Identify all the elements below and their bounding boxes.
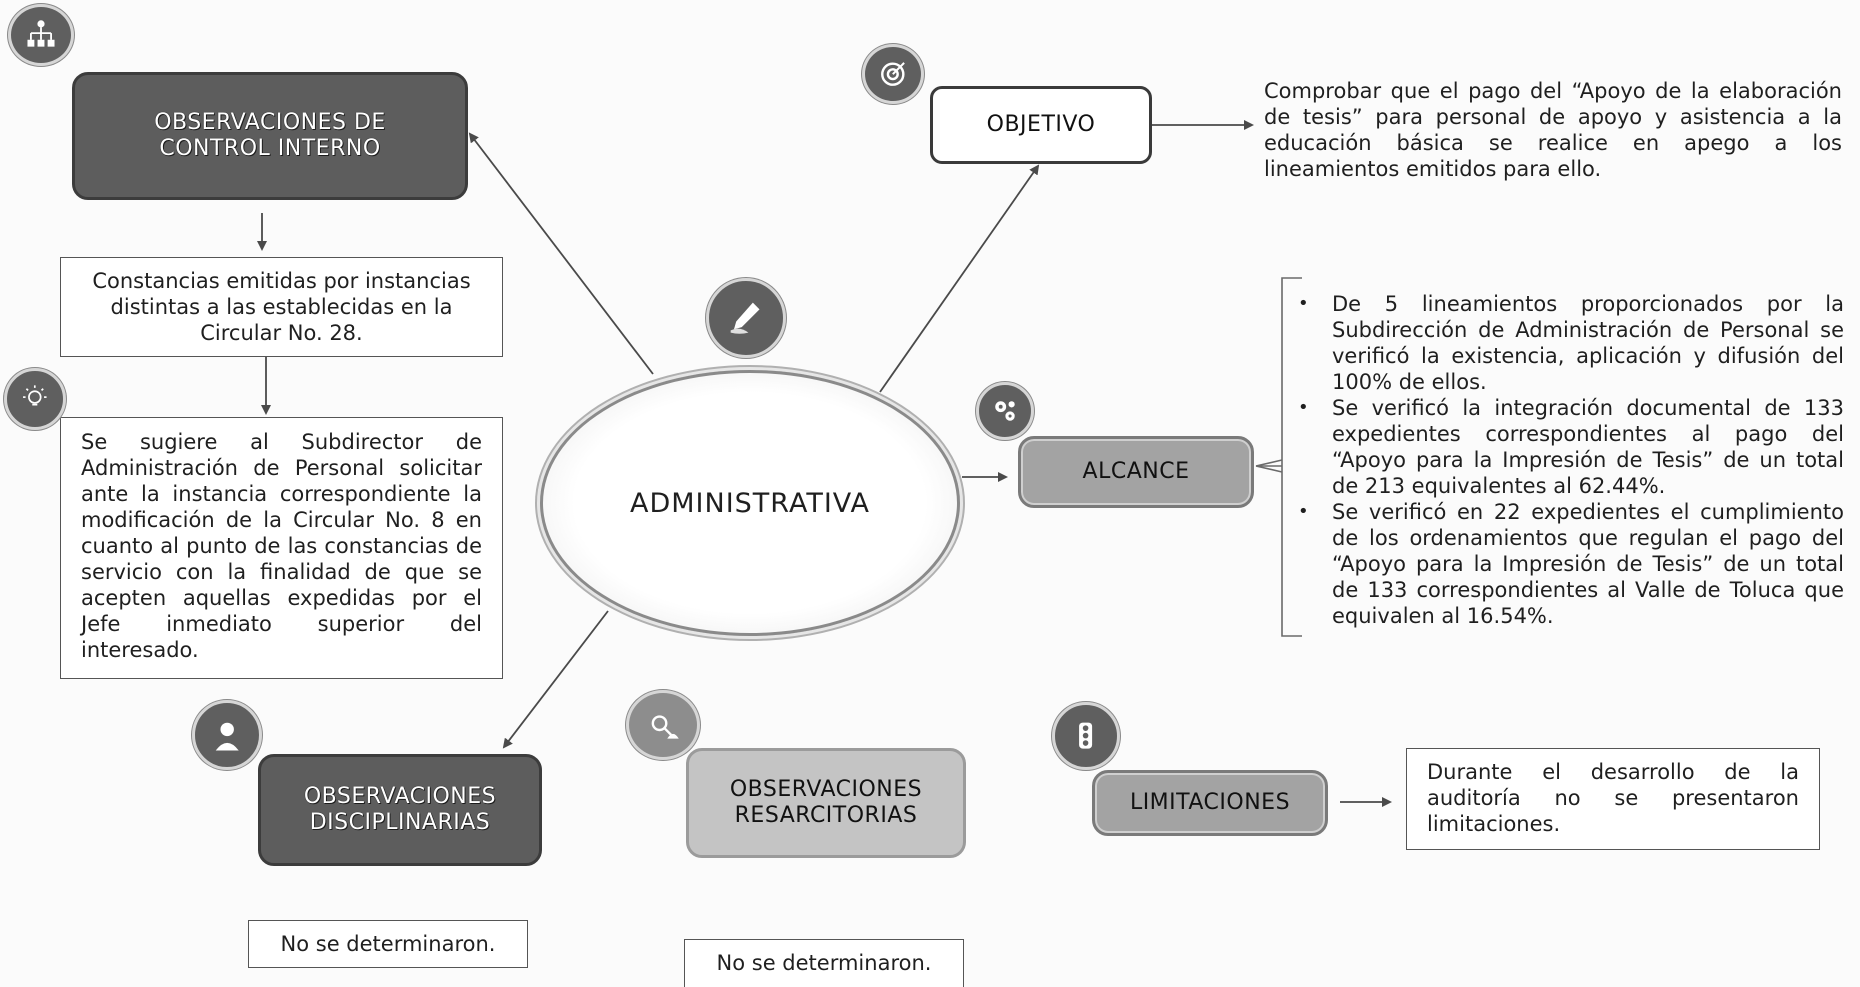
limitaciones-text: Durante el desarrollo de la auditoría no…	[1406, 748, 1820, 850]
recommendation-text: Se sugiere al Subdirector de Administrac…	[81, 430, 482, 662]
disciplinarias-result: No se determinaron.	[248, 920, 528, 968]
arrow-to-control-interno	[468, 132, 654, 375]
arrow-to-objetivo	[879, 164, 1040, 393]
disciplinarias-header: OBSERVACIONES DISCIPLINARIAS	[258, 754, 542, 866]
limitaciones-text-content: Durante el desarrollo de la auditoría no…	[1427, 760, 1799, 836]
alcance-item: Se verificó en 22 expedientes el cumplim…	[1298, 499, 1844, 629]
resarcitorias-result: No se determinaron.	[684, 939, 964, 987]
alcance-list: De 5 lineamientos proporcionados por la …	[1292, 291, 1844, 629]
objetivo-header: OBJETIVO	[930, 86, 1152, 164]
limitaciones-title: LIMITACIONES	[1129, 789, 1291, 815]
gears-icon	[976, 382, 1034, 440]
alcance-bracket	[1258, 277, 1302, 637]
objetivo-text: Comprobar que el pago del “Apoyo de la e…	[1264, 78, 1842, 182]
traffic-light-icon	[1052, 702, 1120, 770]
control-interno-header: OBSERVACIONES DE CONTROL INTERNO	[72, 72, 468, 200]
org-chart-icon	[8, 4, 74, 66]
alcance-list-wrap: De 5 lineamientos proporcionados por la …	[1292, 291, 1844, 629]
control-interno-recommendation: Se sugiere al Subdirector de Administrac…	[60, 417, 503, 679]
control-interno-title: OBSERVACIONES DE CONTROL INTERNO	[154, 109, 386, 161]
lightbulb-icon	[4, 368, 66, 430]
center-ellipse: ADMINISTRATIVA	[540, 370, 960, 636]
alcance-item: Se verificó la integración documental de…	[1298, 395, 1844, 499]
target-icon	[862, 44, 924, 104]
resarcitorias-result-text: No se determinaron.	[716, 951, 932, 975]
disciplinarias-result-text: No se determinaron.	[280, 932, 496, 956]
resarcitorias-header: OBSERVACIONES RESARCITORIAS	[686, 748, 966, 858]
control-interno-finding: Constancias emitidas por instancias dist…	[60, 257, 503, 357]
finding-text: Constancias emitidas por instancias dist…	[92, 269, 471, 345]
limitaciones-header: LIMITACIONES	[1092, 770, 1328, 836]
pen-hand-icon	[706, 278, 786, 358]
person-icon	[192, 700, 262, 770]
arrow-to-disciplinarias	[502, 610, 609, 749]
disciplinarias-title: OBSERVACIONES DISCIPLINARIAS	[303, 783, 497, 835]
alcance-title: ALCANCE	[1082, 458, 1190, 484]
objetivo-title: OBJETIVO	[986, 111, 1096, 137]
magnifier-person-icon	[626, 690, 700, 760]
center-label: ADMINISTRATIVA	[629, 487, 871, 519]
alcance-item: De 5 lineamientos proporcionados por la …	[1298, 291, 1844, 395]
resarcitorias-title: OBSERVACIONES RESARCITORIAS	[729, 776, 923, 828]
objetivo-text-content: Comprobar que el pago del “Apoyo de la e…	[1264, 79, 1842, 181]
alcance-header: ALCANCE	[1018, 436, 1254, 508]
